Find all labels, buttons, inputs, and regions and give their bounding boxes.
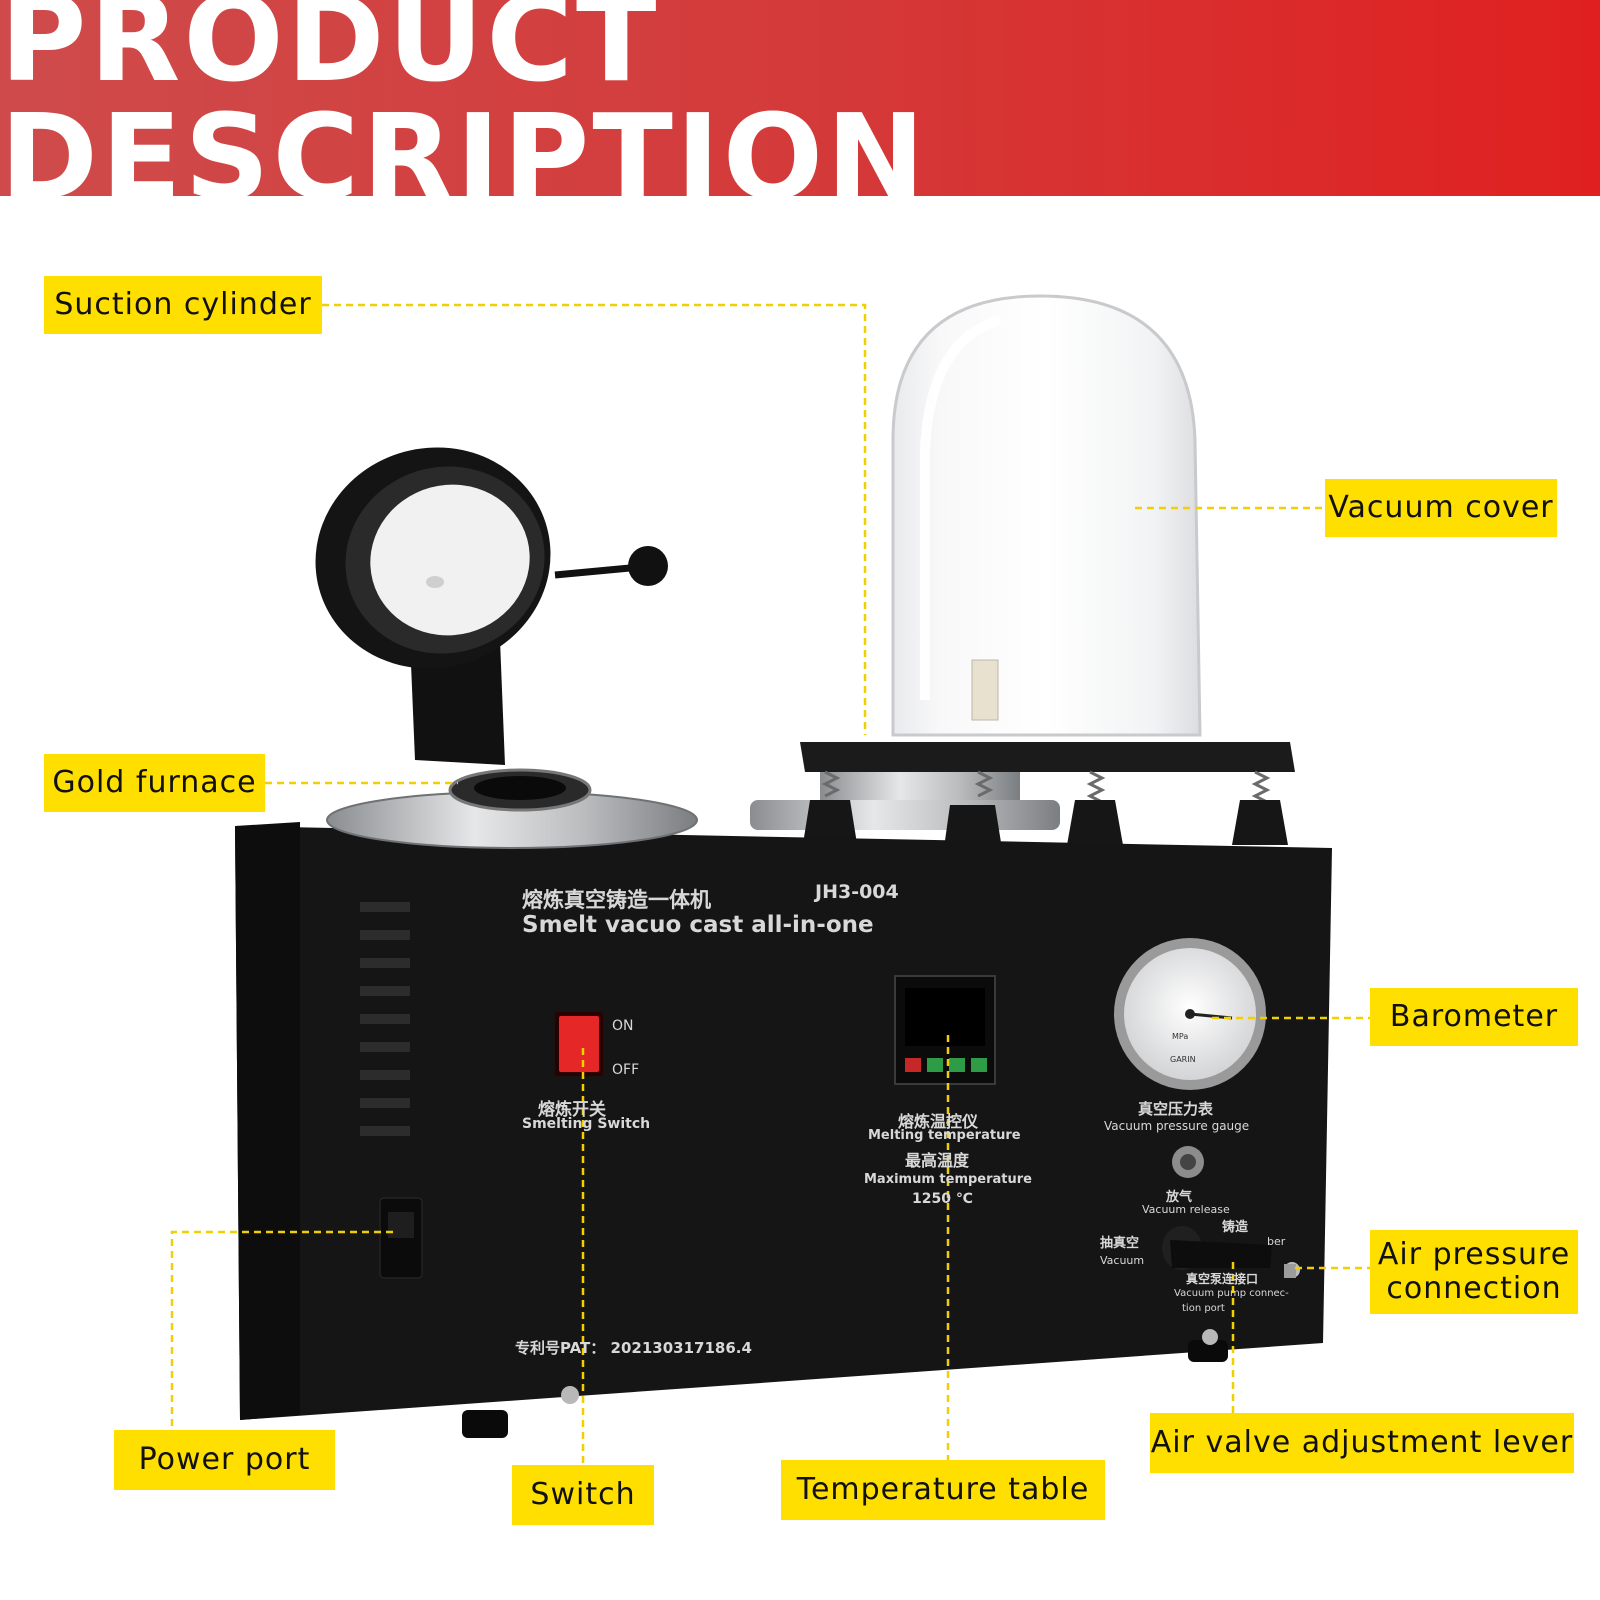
callout-air-pressure-line1: Air pressure: [1377, 1237, 1571, 1273]
release-cn-label: 放气: [1166, 1190, 1193, 1205]
temp-cn-label: 熔炼温控仪: [898, 1112, 979, 1131]
gauge-en-label: Vacuum pressure gauge: [1104, 1119, 1250, 1133]
switch-en-label: Smelting Switch: [522, 1116, 651, 1132]
gauge-cn-label: 真空压力表: [1138, 1100, 1214, 1118]
product-area: [0, 196, 1600, 1600]
callout-vacuum-cover: Vacuum cover: [1325, 479, 1557, 537]
header-banner: PRODUCT DESCRIPTION: [0, 0, 1600, 216]
max-value-label: 1250 ℃: [912, 1191, 973, 1207]
vacuum-en-label: Vacuum: [1100, 1254, 1145, 1267]
callout-temperature-table: Temperature table: [781, 1460, 1105, 1520]
machine-model: JH3-004: [815, 881, 899, 903]
page-title: PRODUCT DESCRIPTION: [0, 0, 928, 226]
callout-air-pressure-line2: connection: [1386, 1271, 1562, 1306]
callout-power-port: Power port: [114, 1430, 335, 1490]
temp-en-label: Melting temperature: [868, 1128, 1021, 1143]
callout-air-valve-adjustment-lever: Air valve adjustment lever: [1150, 1413, 1574, 1473]
switch-off-label: OFF: [612, 1062, 640, 1078]
pump-en-label-2: tion port: [1182, 1303, 1225, 1314]
pump-en-label-1: Vacuum pump connec-: [1174, 1288, 1289, 1299]
callout-barometer: Barometer: [1370, 988, 1578, 1046]
callout-air-pressure-connection: Air pressure connection: [1370, 1230, 1578, 1314]
machine-title-cn: 熔炼真空铸造一体机: [522, 888, 711, 912]
cast-cn-label: 铸造: [1222, 1220, 1249, 1235]
gauge-brand-label: GARIN: [1170, 1055, 1196, 1064]
switch-cn-label: 熔炼开关: [538, 1100, 606, 1120]
machine-title-en: Smelt vacuo cast all-in-one: [522, 912, 874, 938]
gauge-unit-label: MPa: [1172, 1032, 1189, 1041]
switch-on-label: ON: [612, 1018, 634, 1034]
pump-cn-label: 真空泵连接口: [1186, 1272, 1259, 1286]
callout-switch: Switch: [512, 1465, 654, 1525]
callout-gold-furnace: Gold furnace: [44, 754, 265, 812]
release-en-label: Vacuum release: [1142, 1203, 1230, 1216]
max-cn-label: 最高温度: [905, 1151, 970, 1170]
callout-suction-cylinder: Suction cylinder: [44, 276, 322, 334]
max-en-label: Maximum temperature: [864, 1172, 1033, 1187]
patent-label: 专利号PAT： 202130317186.4: [515, 1339, 752, 1357]
vacuum-cn-label: 抽真空: [1100, 1236, 1140, 1251]
chamber-en-label: ber: [1267, 1235, 1286, 1248]
